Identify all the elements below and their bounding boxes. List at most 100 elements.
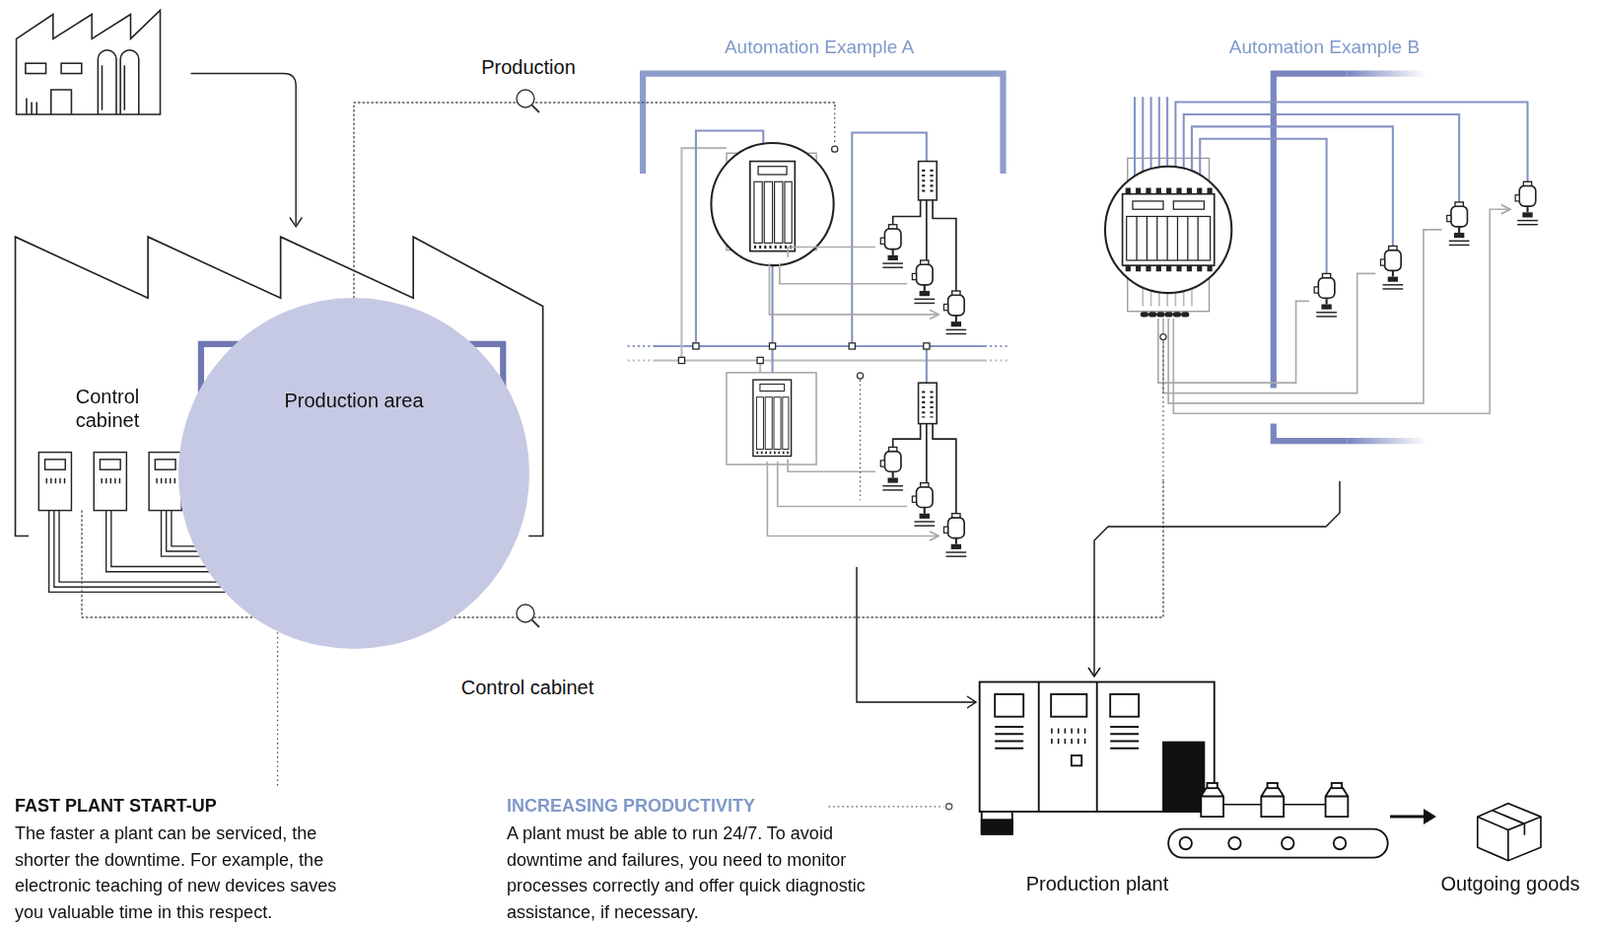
automation-region: Automation Example B	[1100, 108, 1549, 482]
automation-a	[911, 260, 935, 303]
automation-b	[1273, 423, 1348, 442]
box-icon	[1477, 803, 1541, 861]
plant-machine	[1163, 742, 1204, 812]
connector	[1390, 808, 1437, 825]
automation-a	[923, 169, 932, 195]
automation-b	[1105, 166, 1232, 293]
automation-b	[1132, 201, 1164, 209]
node-label: Automation Example B	[1100, 35, 1549, 59]
outgoing-goods: Outgoing goods	[1436, 788, 1585, 904]
callout-heading: INCREASING PRODUCTIVITY	[506, 794, 902, 817]
plant-machine	[1260, 787, 1284, 817]
control-cabinet-group: Control cabinet	[33, 382, 182, 511]
automation-a	[918, 161, 938, 201]
factory-icon	[26, 89, 72, 115]
plant-machine	[994, 726, 1024, 749]
circle-fill	[178, 297, 530, 649]
automation-b	[1162, 341, 1164, 482]
arrow-head	[967, 695, 976, 708]
automation-a	[627, 73, 1011, 557]
leader-lines	[946, 803, 953, 810]
node-label: Production plant	[998, 871, 1196, 896]
automation-a	[750, 161, 796, 252]
automation-b	[1273, 73, 1348, 389]
automation-b	[1173, 201, 1204, 209]
arrow-head	[1088, 667, 1101, 677]
automation-a	[726, 372, 817, 465]
connector-line	[856, 566, 976, 702]
automation-a	[693, 343, 699, 349]
cabinet-devices	[38, 452, 182, 511]
connector	[353, 89, 835, 298]
leader-lines	[828, 805, 944, 807]
automation-a	[918, 382, 938, 423]
node-label: Outgoing goods	[1436, 871, 1585, 896]
plant-machine	[979, 682, 1215, 812]
plant-machine	[1050, 694, 1087, 717]
production-area-circle: Production area	[178, 297, 530, 649]
automation-b	[1126, 215, 1211, 261]
automation-b	[1346, 437, 1427, 444]
arrow-head	[1423, 808, 1437, 825]
edge-label: Production	[478, 55, 579, 79]
automation-a	[856, 372, 863, 379]
plant-machine	[1331, 782, 1342, 788]
flow-arrow	[289, 216, 302, 226]
cabinet-devices	[45, 459, 67, 470]
box-icon	[1477, 810, 1541, 861]
automation-a	[652, 358, 984, 361]
connector-line	[1094, 481, 1340, 677]
node-label: Production area	[178, 388, 530, 413]
factory-icon	[16, 9, 161, 115]
cabinet-devices	[154, 459, 176, 470]
plant-machine	[1050, 730, 1088, 741]
automation-b	[1136, 215, 1198, 261]
automation-b	[1122, 194, 1215, 266]
edge-label: Control cabinet	[458, 675, 598, 699]
automation-a	[768, 343, 775, 349]
magnifier-glass	[516, 604, 535, 623]
factory-icon	[25, 63, 47, 73]
plant-machine	[1281, 836, 1294, 849]
plant-machine	[1333, 836, 1346, 849]
automation-b	[1314, 273, 1337, 316]
automation-a	[859, 379, 861, 500]
flow-arrow	[191, 73, 297, 225]
automation-b	[1158, 208, 1511, 414]
box-icon	[1477, 803, 1541, 861]
automation-a	[832, 145, 838, 152]
magnifier-glass	[516, 89, 535, 108]
automation-a	[834, 108, 835, 145]
circle-shape	[178, 297, 530, 649]
plant-machine	[1200, 787, 1224, 817]
connector-line	[1390, 815, 1427, 819]
magnifier-handle	[531, 104, 540, 113]
automation-b	[1346, 69, 1427, 76]
factory-icon	[97, 50, 139, 115]
automation-a	[768, 247, 939, 315]
automation-a	[880, 224, 904, 268]
callout-text: A plant must be able to run 24/7. To avo…	[506, 820, 911, 925]
automation-a	[943, 513, 967, 557]
factory-icon	[16, 9, 161, 115]
callout-text: The faster a plant can be serviced, the …	[14, 820, 370, 925]
plant-machine	[994, 694, 1024, 717]
plant-machine	[1228, 836, 1241, 849]
plant-machine	[981, 811, 1013, 835]
cabinet-devices	[99, 459, 121, 470]
callout-heading: FAST PLANT START-UP	[14, 794, 400, 817]
automation-a	[923, 390, 932, 418]
automation-a	[766, 459, 939, 537]
automation-a	[753, 379, 792, 456]
magnifier-handle	[531, 619, 540, 627]
automation-a	[911, 483, 935, 526]
automation-b	[1160, 334, 1167, 341]
plant-machine	[981, 819, 1013, 834]
automation-a	[880, 446, 904, 489]
plant-machine	[1267, 782, 1278, 788]
automation-b	[1105, 73, 1538, 482]
plant-machine	[1071, 755, 1082, 766]
automation-a	[678, 343, 930, 364]
node-label: Automation Example A	[626, 35, 1012, 59]
